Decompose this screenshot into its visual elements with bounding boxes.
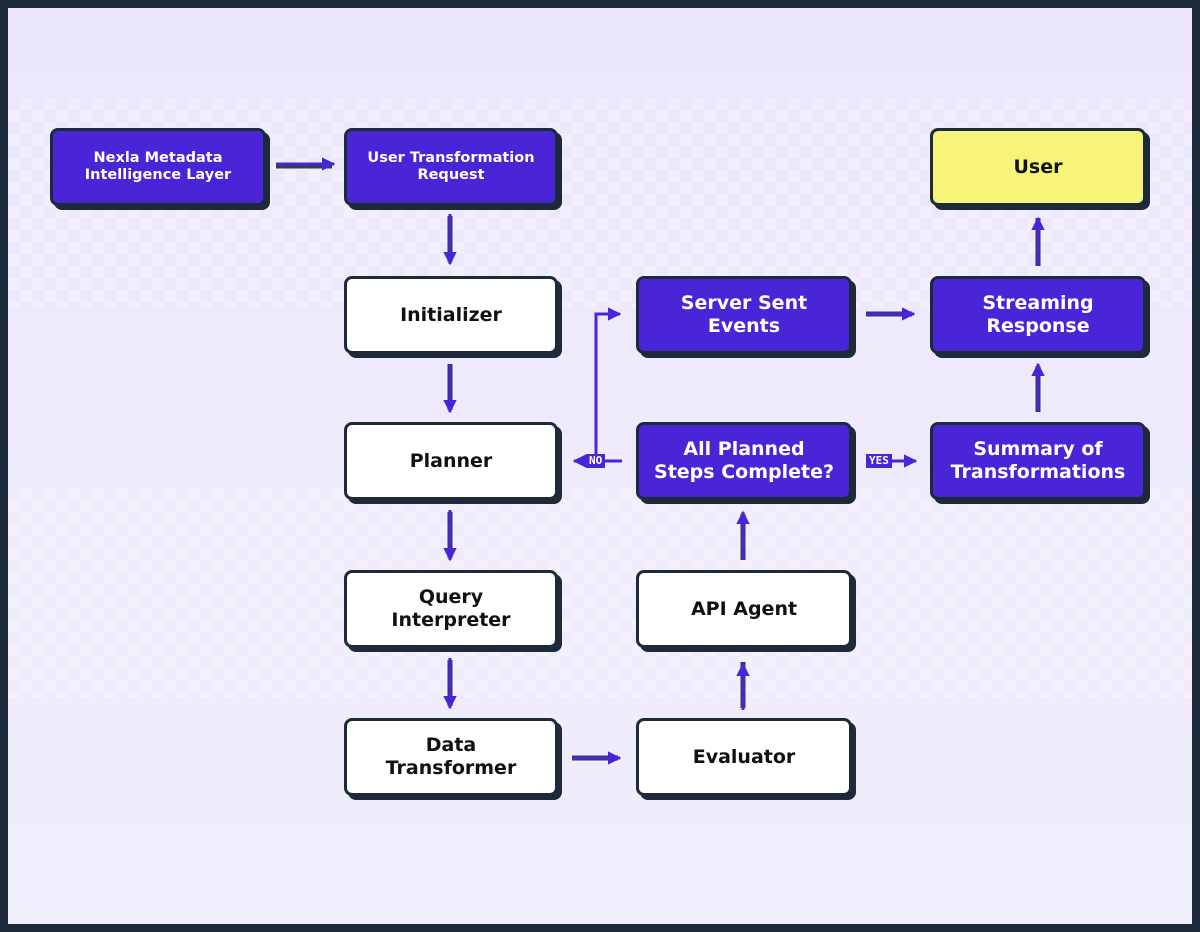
node-all-steps-complete: All Planned Steps Complete? bbox=[636, 422, 852, 500]
background-pattern bbox=[8, 488, 1192, 698]
node-query-interpreter: Query Interpreter bbox=[344, 570, 558, 648]
node-api-agent-label: API Agent bbox=[690, 597, 798, 620]
node-planner-label: Planner bbox=[409, 449, 493, 472]
node-nexla-metadata-label: Nexla Metadata Intelligence Layer bbox=[84, 149, 232, 183]
node-nexla-metadata: Nexla Metadata Intelligence Layer bbox=[50, 128, 266, 206]
node-server-sent-events-label: Server Sent Events bbox=[680, 292, 808, 337]
node-evaluator-label: Evaluator bbox=[692, 745, 796, 768]
node-user: User bbox=[930, 128, 1146, 206]
arrow-no-to-server-events bbox=[594, 307, 622, 461]
node-initializer-label: Initializer bbox=[400, 303, 502, 326]
node-streaming-response-label: Streaming Response bbox=[982, 292, 1094, 337]
node-api-agent: API Agent bbox=[636, 570, 852, 648]
node-planner: Planner bbox=[344, 422, 558, 500]
node-summary-of-transformations: Summary of Transformations bbox=[930, 422, 1146, 500]
node-user-transformation-request: User Transformation Request bbox=[344, 128, 558, 206]
node-summary-of-transformations-label: Summary of Transformations bbox=[950, 438, 1126, 483]
edge-label-no: NO bbox=[586, 454, 606, 468]
node-initializer: Initializer bbox=[344, 276, 558, 354]
node-data-transformer-label: Data Transformer bbox=[385, 734, 517, 779]
node-all-steps-complete-label: All Planned Steps Complete? bbox=[654, 438, 834, 483]
node-query-interpreter-label: Query Interpreter bbox=[391, 586, 511, 631]
edge-label-yes: YES bbox=[866, 454, 892, 468]
node-evaluator: Evaluator bbox=[636, 718, 852, 796]
node-user-label: User bbox=[1013, 155, 1063, 178]
node-server-sent-events: Server Sent Events bbox=[636, 276, 852, 354]
node-data-transformer: Data Transformer bbox=[344, 718, 558, 796]
node-streaming-response: Streaming Response bbox=[930, 276, 1146, 354]
node-user-transformation-request-label: User Transformation Request bbox=[367, 149, 535, 183]
